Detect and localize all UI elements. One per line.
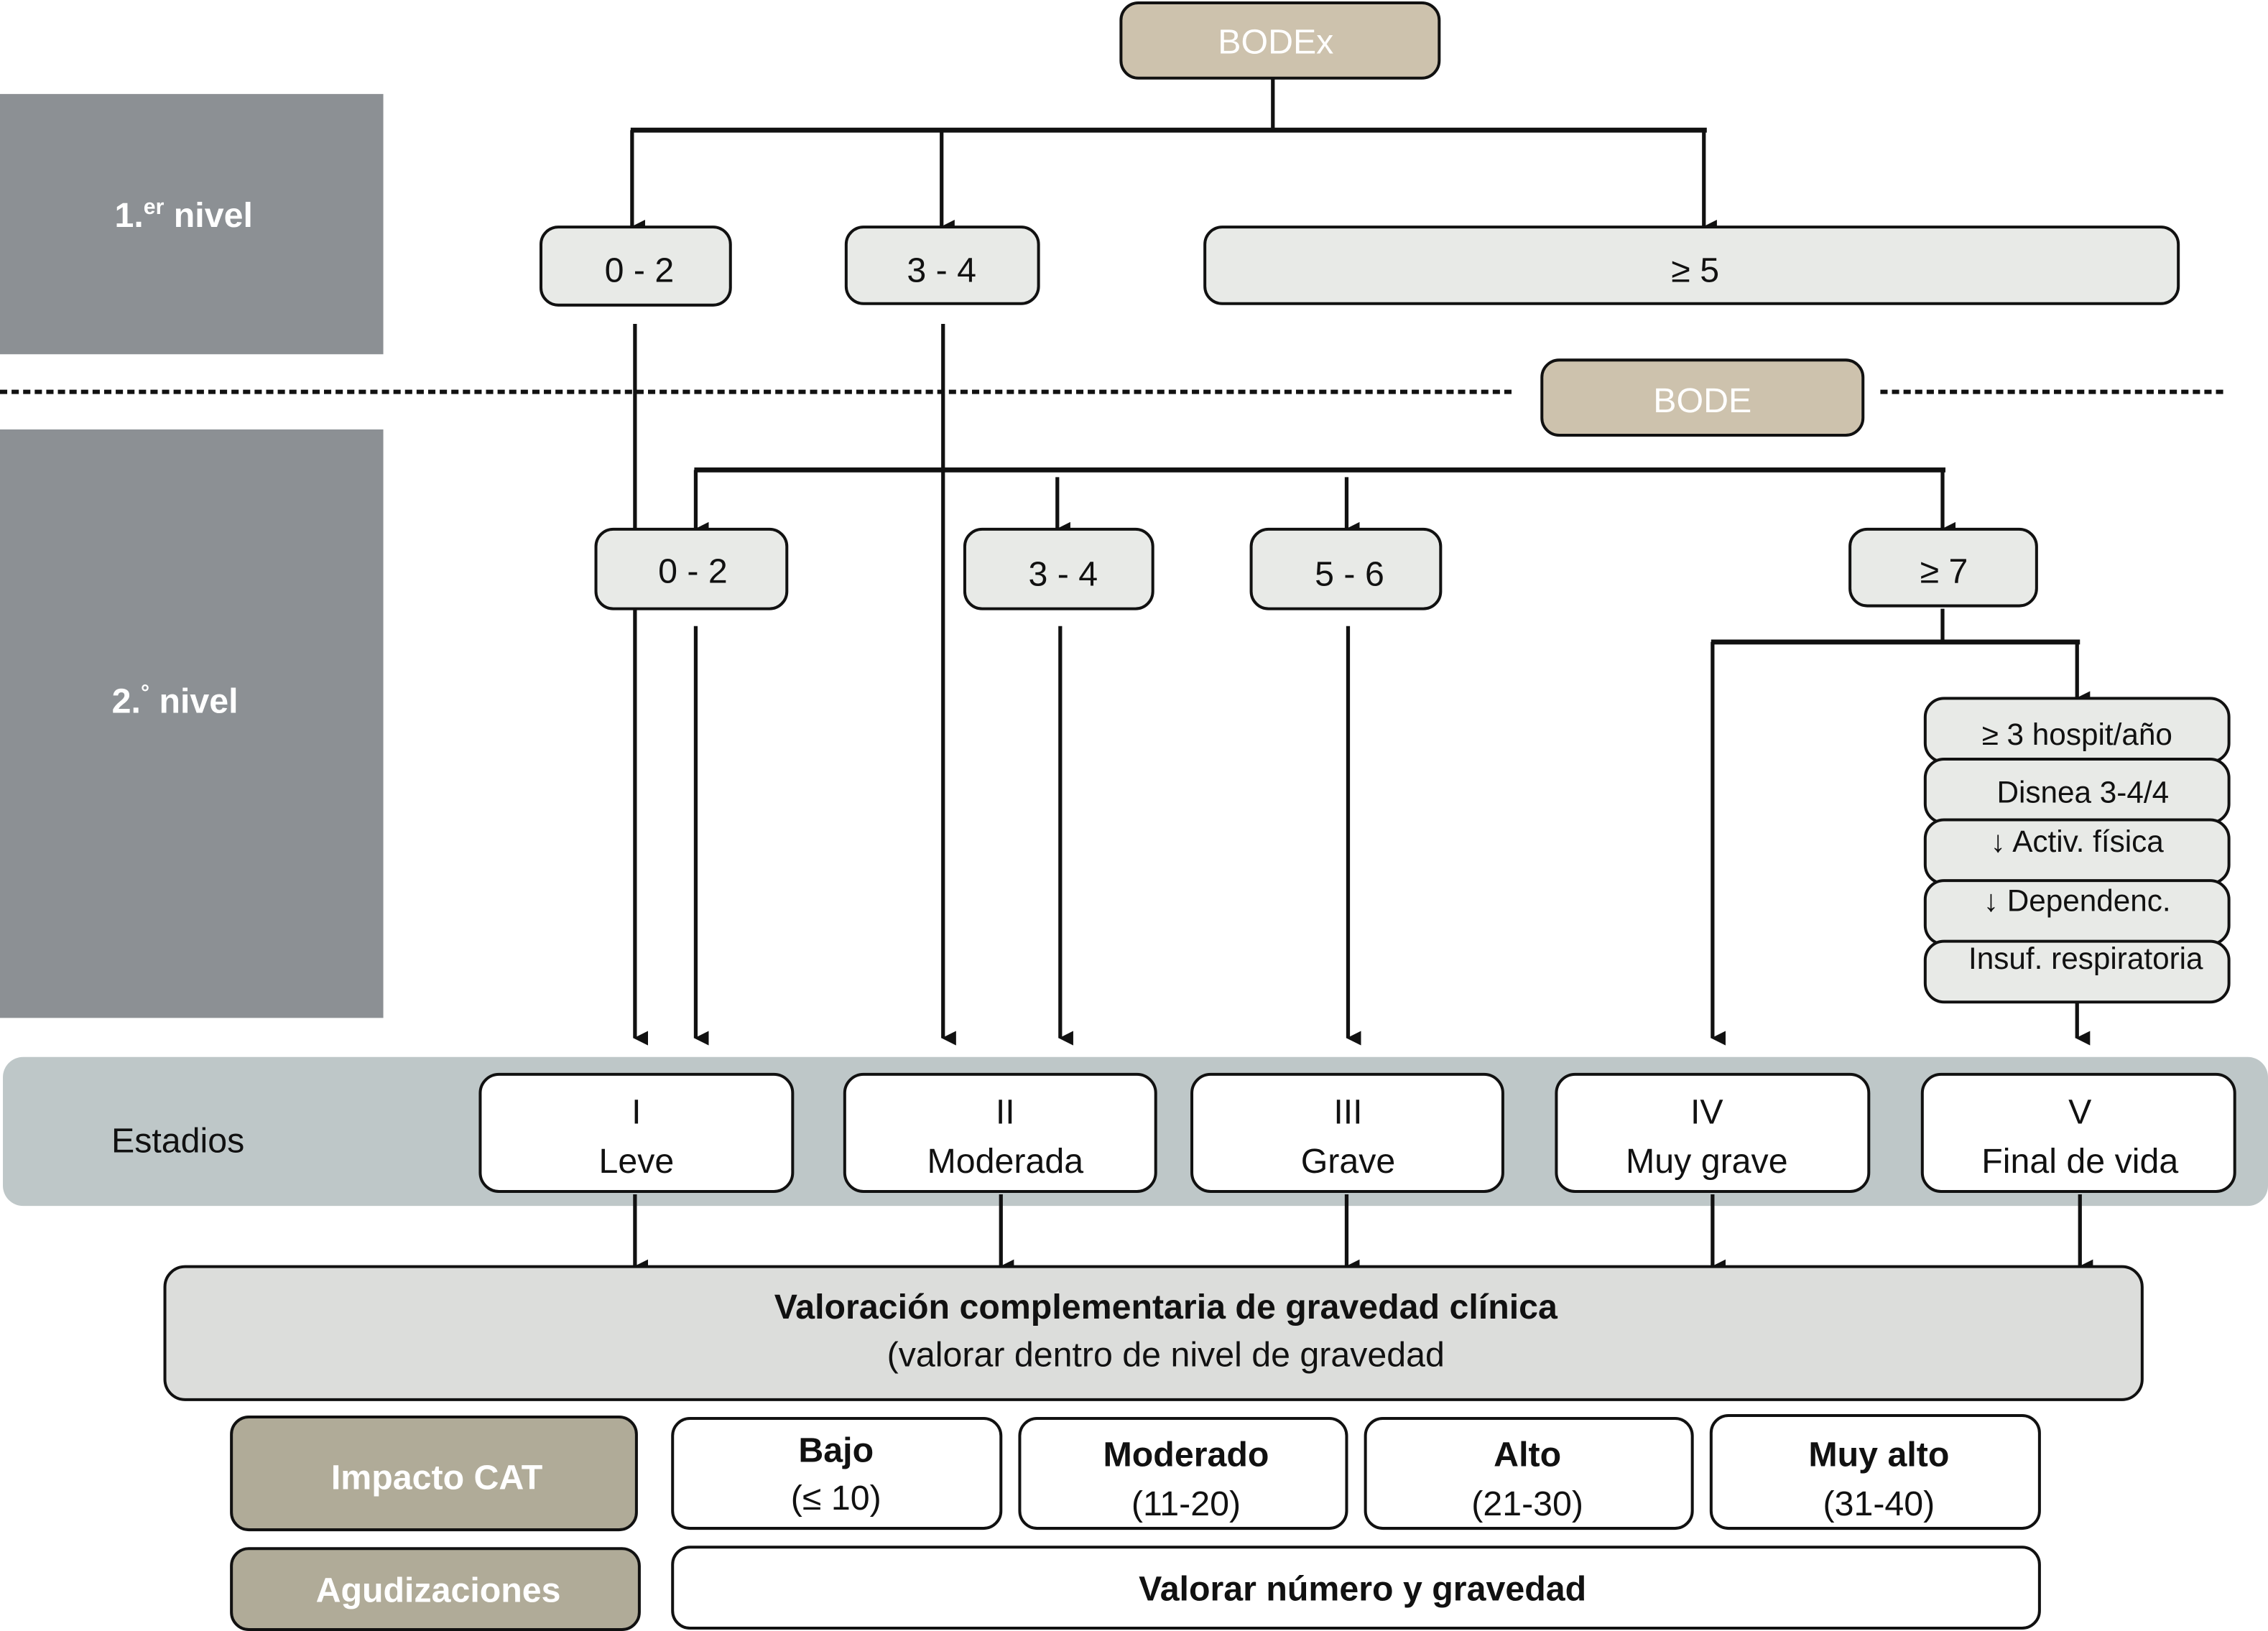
bode-range-label: 3 - 4 xyxy=(1028,554,1098,593)
bode-range-5-6[interactable]: 5 - 6 xyxy=(1249,527,1443,610)
bodex-range-label: 3 - 4 xyxy=(907,251,976,290)
stage-to-valoracion-connectors xyxy=(633,1194,2093,1274)
criteria-label: ≥ 3 hospit/año xyxy=(1982,717,2172,751)
cat-level-range: (21-30) xyxy=(1471,1484,1583,1523)
cat-level-range: (31-40) xyxy=(1823,1484,1935,1523)
bode-range-3-4[interactable]: 3 - 4 xyxy=(963,527,1154,610)
stage-V[interactable]: V Final de vida xyxy=(1920,1072,2236,1193)
bode-title: BODE xyxy=(1653,381,1751,420)
cat-level-name: Bajo xyxy=(798,1431,874,1469)
bode-connectors xyxy=(693,467,1956,536)
criteria-item[interactable]: Disnea 3-4/4 xyxy=(1923,757,2231,824)
valoracion-box[interactable]: Valoración complementaria de gravedad cl… xyxy=(163,1265,2144,1401)
level1-to-stage-connectors xyxy=(633,323,956,1046)
bode-range-label: 0 - 2 xyxy=(658,552,728,590)
impacto-cat-row: Impacto CAT Bajo (≤ 10) Moderado (11-20)… xyxy=(230,1414,2041,1532)
criteria-label: ↓ Activ. física xyxy=(1991,824,2165,858)
criteria-label: ↓ Dependenc. xyxy=(1984,883,2171,917)
level-1-label: 1.er nivel xyxy=(115,195,253,235)
cat-level-name: Alto xyxy=(1494,1435,1561,1474)
level-1-band: 1.er nivel xyxy=(0,93,384,355)
impacto-cat-label: Impacto CAT xyxy=(331,1459,542,1497)
bode-range-0-2[interactable]: 0 - 2 xyxy=(594,527,789,610)
impacto-cat-label-box: Impacto CAT xyxy=(230,1416,638,1532)
bode-range-label: 5 - 6 xyxy=(1315,554,1384,593)
stage-numeral: V xyxy=(2068,1092,2092,1131)
stage-name: Grave xyxy=(1301,1142,1396,1181)
estadios-label: Estadios xyxy=(111,1122,244,1161)
bodex-range-label: ≥ 5 xyxy=(1671,251,1719,290)
stage-numeral: II xyxy=(996,1092,1015,1131)
bodex-range-3-4[interactable]: 3 - 4 xyxy=(844,226,1040,305)
bode-node[interactable]: BODE xyxy=(1540,358,1865,437)
stage-IV[interactable]: IV Muy grave xyxy=(1555,1072,1871,1193)
criteria-label: Insuf. respiratoria xyxy=(1968,942,2203,975)
cat-level-name: Muy alto xyxy=(1808,1435,1949,1474)
stage-name: Final de vida xyxy=(1981,1142,2178,1181)
bodex-range-0-2[interactable]: 0 - 2 xyxy=(539,226,732,307)
stage-II[interactable]: II Moderada xyxy=(843,1072,1157,1193)
agudizaciones-text: Valorar número y gravedad xyxy=(1139,1570,1586,1609)
criteria-label: Disnea 3-4/4 xyxy=(1996,775,2169,809)
bodex-title: BODEx xyxy=(1218,22,1333,61)
criteria-item[interactable]: Insuf. respiratoria xyxy=(1923,939,2231,1004)
cat-level-muy-alto[interactable]: Muy alto (31-40) xyxy=(1709,1414,2041,1530)
stage-III[interactable]: III Grave xyxy=(1190,1072,1504,1193)
cat-level-range: (11-20) xyxy=(1131,1484,1241,1523)
stage-numeral: I xyxy=(631,1092,641,1131)
level-2-background xyxy=(0,429,384,1018)
cat-level-alto[interactable]: Alto (21-30) xyxy=(1364,1417,1694,1530)
level-2-label: 2.° nivel xyxy=(112,681,239,720)
level-1-background xyxy=(0,93,384,355)
criteria-stack: ≥ 3 hospit/año Disnea 3-4/4 ↓ Activ. fís… xyxy=(1923,697,2231,1004)
stage-I[interactable]: I Leve xyxy=(478,1072,795,1193)
cat-level-bajo[interactable]: Bajo (≤ 10) xyxy=(671,1417,1003,1530)
bodex-node[interactable]: BODEx xyxy=(1119,1,1441,80)
bodex-range-label: 0 - 2 xyxy=(605,251,675,290)
agudizaciones-value-box[interactable]: Valorar número y gravedad xyxy=(671,1546,2041,1630)
stage-name: Muy grave xyxy=(1626,1142,1788,1181)
cat-level-moderado[interactable]: Moderado (11-20) xyxy=(1018,1417,1348,1530)
bodex-connectors xyxy=(630,78,1717,235)
bodex-range-5-plus[interactable]: ≥ 5 xyxy=(1203,226,2180,305)
agudizaciones-label: Agudizaciones xyxy=(316,1571,561,1610)
level-2-band: 2.° nivel xyxy=(0,429,384,1018)
cat-level-name: Moderado xyxy=(1103,1435,1269,1474)
agudizaciones-row: Agudizaciones Valorar número y gravedad xyxy=(230,1546,2041,1631)
valoracion-subtitle: (valorar dentro de nivel de gravedad xyxy=(887,1336,1445,1375)
criteria-item[interactable]: ↓ Activ. física xyxy=(1923,818,2231,886)
bode-range-7-plus[interactable]: ≥ 7 xyxy=(1848,527,2038,608)
agudizaciones-label-box: Agudizaciones xyxy=(230,1547,641,1631)
criteria-item[interactable]: ↓ Dependenc. xyxy=(1923,879,2231,946)
stage-numeral: III xyxy=(1333,1092,1362,1131)
stage-name: Moderada xyxy=(927,1142,1084,1181)
valoracion-title: Valoración complementaria de gravedad cl… xyxy=(774,1288,1558,1326)
level2-to-stage-connectors xyxy=(693,608,2091,1046)
stage-numeral: IV xyxy=(1690,1092,1723,1131)
bode-range-label: ≥ 7 xyxy=(1920,552,1968,590)
stage-name: Leve xyxy=(599,1142,675,1181)
criteria-item[interactable]: ≥ 3 hospit/año xyxy=(1923,697,2231,764)
cat-level-range: (≤ 10) xyxy=(791,1479,881,1518)
